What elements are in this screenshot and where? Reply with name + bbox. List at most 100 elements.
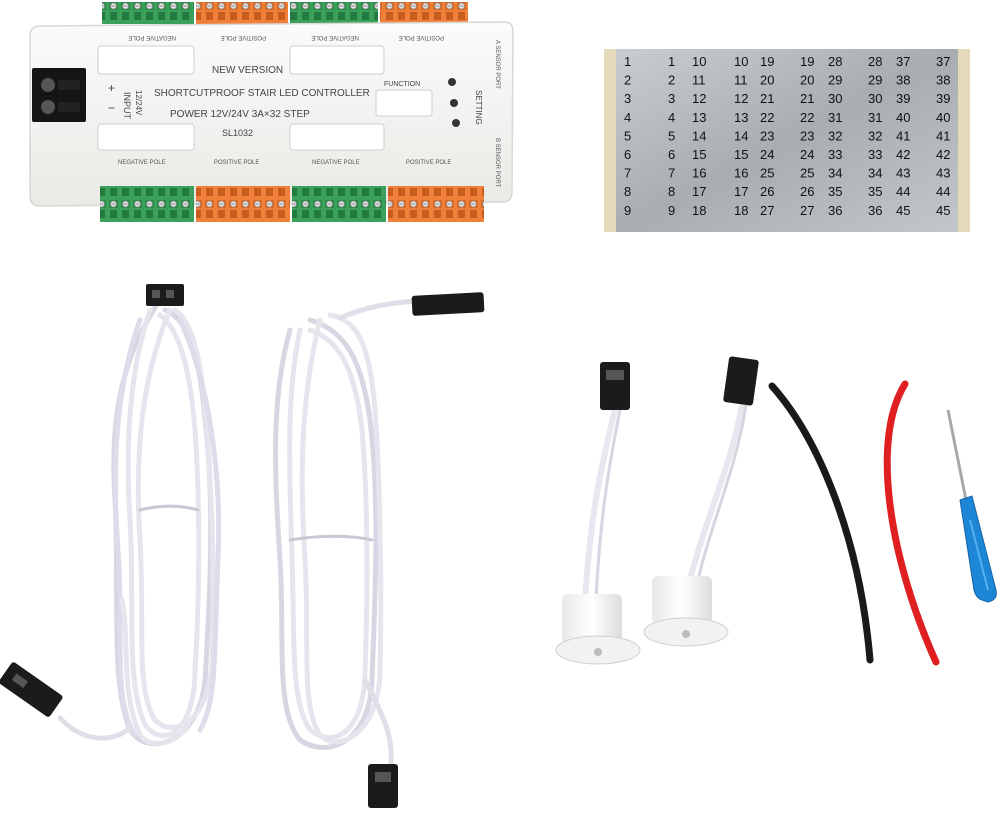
label-number: 34 bbox=[828, 166, 842, 181]
label-number: 5 bbox=[668, 128, 675, 143]
label-number: 14 bbox=[692, 128, 706, 143]
svg-text:NEGATIVE POLE: NEGATIVE POLE bbox=[118, 160, 166, 166]
svg-text:POSITIVE POLE: POSITIVE POLE bbox=[221, 34, 266, 40]
terminal-strip-top-3 bbox=[290, 2, 378, 24]
terminal-strip-bottom-2 bbox=[196, 186, 290, 222]
label-number: 45 bbox=[896, 203, 910, 218]
label-number: 14 bbox=[734, 128, 748, 143]
label-number: 24 bbox=[760, 147, 774, 162]
label-number: 26 bbox=[760, 184, 774, 199]
label-number: 6 bbox=[624, 147, 631, 162]
heat-shrink-tube-black bbox=[768, 382, 874, 664]
svg-text:NEGATIVE POLE: NEGATIVE POLE bbox=[128, 34, 176, 40]
terminal-strip-bottom-1 bbox=[100, 186, 194, 222]
motion-sensor-1 bbox=[555, 362, 641, 665]
label-number: 25 bbox=[800, 166, 814, 181]
label-number: 43 bbox=[896, 166, 910, 181]
label-number: 8 bbox=[624, 184, 631, 199]
label-number: 44 bbox=[896, 184, 910, 199]
label-number: 4 bbox=[624, 110, 631, 125]
cable2-top-connector bbox=[411, 292, 485, 316]
sensor-port-b: B SENSOR PORT bbox=[494, 138, 500, 188]
setting-label: SETTING bbox=[474, 90, 483, 125]
label-number: 33 bbox=[868, 147, 882, 162]
cable1-bottom-connector bbox=[0, 662, 63, 717]
label-number: 23 bbox=[760, 128, 774, 143]
heat-shrink-tube-red bbox=[883, 380, 940, 666]
label-number: 9 bbox=[624, 203, 631, 218]
label-number: 27 bbox=[760, 203, 774, 218]
input-voltage: 12/24V bbox=[134, 90, 143, 116]
label-number: 28 bbox=[828, 54, 842, 69]
label-number: 41 bbox=[896, 128, 910, 143]
label-number: 22 bbox=[760, 110, 774, 125]
label-number: 15 bbox=[692, 147, 706, 162]
label-number: 28 bbox=[868, 54, 882, 69]
label-number: 2 bbox=[624, 73, 631, 88]
label-number: 5 bbox=[624, 128, 631, 143]
motion-sensor-2 bbox=[643, 356, 759, 647]
label-number: 29 bbox=[868, 73, 882, 88]
label-number: 30 bbox=[868, 91, 882, 106]
label-number: 1 bbox=[668, 54, 675, 69]
label-number: 11 bbox=[734, 73, 748, 88]
svg-text:POSITIVE POLE: POSITIVE POLE bbox=[399, 34, 444, 40]
terminal-strip-top-2 bbox=[196, 2, 288, 24]
label-number: 36 bbox=[828, 203, 842, 218]
label-number: 43 bbox=[936, 166, 950, 181]
terminal-strip-bottom-3 bbox=[292, 186, 386, 222]
label-number: 38 bbox=[936, 73, 950, 88]
label-number: 39 bbox=[896, 91, 910, 106]
label-number: 8 bbox=[668, 184, 675, 199]
label-number: 19 bbox=[760, 54, 774, 69]
label-number: 40 bbox=[896, 110, 910, 125]
svg-text:POSITIVE POLE: POSITIVE POLE bbox=[406, 160, 451, 166]
label-number: 29 bbox=[828, 73, 842, 88]
extension-cable-coil-1 bbox=[57, 287, 222, 747]
label-number: 17 bbox=[734, 184, 748, 199]
label-number: 37 bbox=[896, 54, 910, 69]
plus-sign: + bbox=[108, 81, 115, 95]
terminal-strip-top-1 bbox=[102, 2, 194, 24]
label-number: 30 bbox=[828, 91, 842, 106]
minus-sign: − bbox=[108, 101, 115, 115]
label-number: 3 bbox=[668, 91, 675, 106]
stair-led-controller: NEGATIVE POLE POSITIVE POLE NEGATIVE POL… bbox=[29, 2, 514, 222]
label-number: 32 bbox=[868, 128, 882, 143]
label-number: 25 bbox=[760, 166, 774, 181]
label-number: 31 bbox=[828, 110, 842, 125]
label-number: 13 bbox=[692, 110, 706, 125]
label-number: 15 bbox=[734, 147, 748, 162]
label-number: 6 bbox=[668, 147, 675, 162]
label-number: 39 bbox=[936, 91, 950, 106]
label-number: 7 bbox=[624, 166, 631, 181]
controller-line1: NEW VERSION bbox=[212, 65, 283, 76]
label-number: 40 bbox=[936, 110, 950, 125]
label-number: 34 bbox=[868, 166, 882, 181]
label-number: 10 bbox=[734, 54, 748, 69]
input-label: INPUT bbox=[122, 92, 132, 120]
svg-text:POSITIVE POLE: POSITIVE POLE bbox=[214, 160, 259, 166]
terminal-strip-top-4 bbox=[380, 2, 468, 24]
label-number: 11 bbox=[692, 73, 706, 88]
setting-buttons bbox=[448, 78, 460, 127]
label-number: 24 bbox=[800, 147, 814, 162]
screwdriver bbox=[946, 409, 997, 603]
top-pole-labels: NEGATIVE POLE POSITIVE POLE NEGATIVE POL… bbox=[128, 34, 444, 40]
label-number: 36 bbox=[868, 203, 882, 218]
label-number: 4 bbox=[668, 110, 675, 125]
label-number: 18 bbox=[692, 203, 706, 218]
label-number: 12 bbox=[692, 91, 706, 106]
label-number: 12 bbox=[734, 91, 748, 106]
label-number: 42 bbox=[896, 147, 910, 162]
label-number: 21 bbox=[760, 91, 774, 106]
label-number: 17 bbox=[692, 184, 706, 199]
label-number: 21 bbox=[800, 91, 814, 106]
label-number: 35 bbox=[868, 184, 882, 199]
svg-text:NEGATIVE POLE: NEGATIVE POLE bbox=[312, 160, 360, 166]
label-number: 26 bbox=[800, 184, 814, 199]
sensor-port-a: A SENSOR PORT bbox=[494, 40, 500, 89]
